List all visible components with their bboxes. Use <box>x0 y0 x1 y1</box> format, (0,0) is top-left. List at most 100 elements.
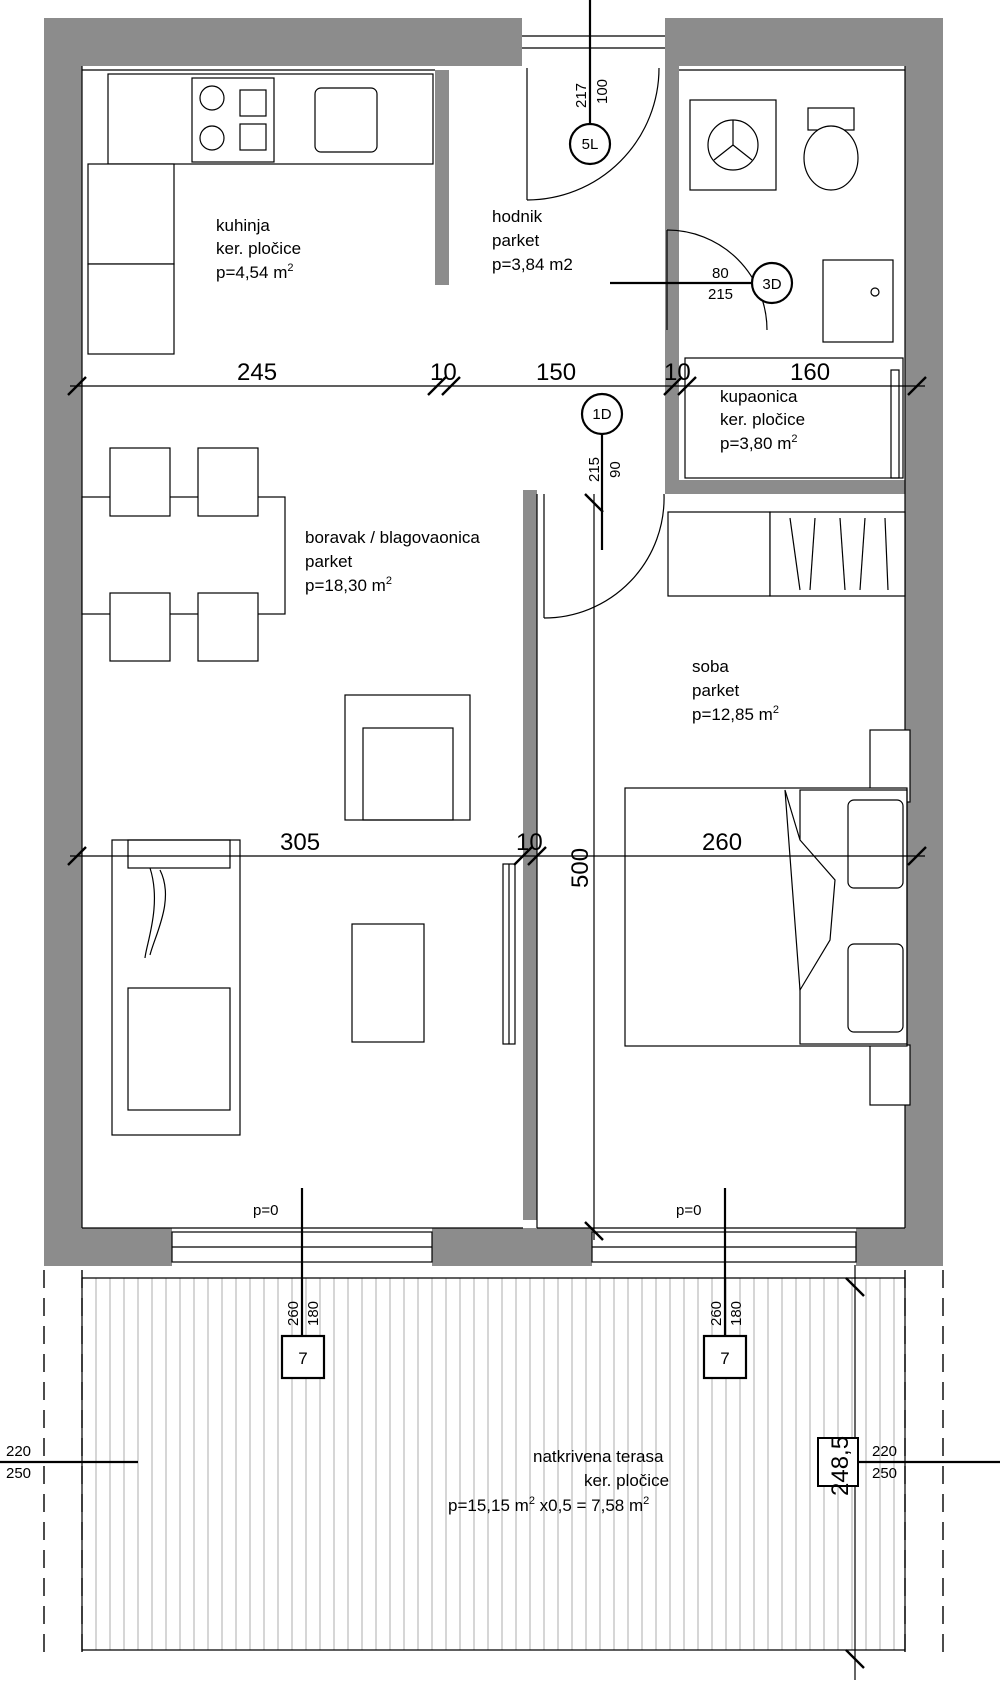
room-label-terasa: natkrivena terasa ker. pločice p=15,15 m… <box>448 1447 669 1515</box>
room-label-boravak: boravak / blagovaonica parket p=18,30 m2 <box>305 528 480 595</box>
east-wall <box>905 18 943 1228</box>
door-height: 215 <box>586 457 603 482</box>
west-wall <box>44 18 82 1228</box>
door-height: 215 <box>708 286 733 303</box>
dimension-label: 260 <box>702 829 742 856</box>
door-tag-1d <box>580 392 624 436</box>
room-floor: ker. pločice <box>216 239 301 258</box>
room-name: soba <box>692 657 729 676</box>
chair <box>109 592 171 662</box>
walls <box>44 18 943 1266</box>
burner-icon <box>239 89 267 117</box>
dimension-label: 10 <box>516 829 543 856</box>
living-furniture <box>81 447 516 1136</box>
room-area: p=3,80 m2 <box>720 433 797 453</box>
sink <box>314 87 378 153</box>
pillow-icon <box>847 943 904 1033</box>
window-sill-label: p=0 <box>676 1202 701 1219</box>
bathtub <box>684 357 904 479</box>
room-floor: parket <box>305 552 353 571</box>
terrace-edges <box>43 1270 944 1660</box>
room-label-kupaonica: kupaonica ker. pločice p=3,80 m2 <box>720 387 805 453</box>
window-height: 250 <box>872 1465 897 1482</box>
burner-icon <box>199 85 225 111</box>
dimension-label: 245 <box>237 359 277 386</box>
terrace <box>95 1278 895 1650</box>
dimension-label: 150 <box>536 359 576 386</box>
window-height: 260 <box>285 1301 302 1326</box>
north-wall-right <box>665 18 943 66</box>
burner-icon <box>199 125 225 151</box>
chair <box>197 447 259 517</box>
south-wall-2 <box>432 1228 592 1266</box>
room-floor: parket <box>492 231 540 250</box>
door-width: 90 <box>607 461 624 478</box>
room-door-arc <box>543 493 665 619</box>
room-name: kuhinja <box>216 216 270 235</box>
door-swings <box>526 67 768 619</box>
room-area: p=4,54 m2 <box>216 262 293 282</box>
window-tag-right <box>702 1334 748 1380</box>
window-width: 220 <box>872 1443 897 1460</box>
wardrobe-open <box>769 511 906 597</box>
door-tag-label: 1D <box>592 406 611 423</box>
door-tag-5l <box>568 122 612 166</box>
bedroom-west-wall <box>523 490 537 1220</box>
window-tag-label: 7 <box>298 1349 307 1368</box>
burner-icon <box>239 123 267 151</box>
bathroom-fixtures <box>684 99 904 479</box>
window-width: 180 <box>305 1301 322 1326</box>
dimension-label: 10 <box>664 359 691 386</box>
dimension-label: 10 <box>430 359 457 386</box>
window-width: 220 <box>6 1443 31 1460</box>
cabinet <box>87 263 175 355</box>
bathroom-south-wall <box>665 480 905 494</box>
window-tag-label: 7 <box>720 1349 729 1368</box>
terrace-depth-box <box>817 1437 859 1487</box>
room-label-soba: soba parket p=12,85 m2 <box>692 657 779 724</box>
room-floor: ker. pločice <box>720 410 805 429</box>
armchair <box>344 694 471 821</box>
coffee-table <box>351 923 425 1043</box>
room-area: p=18,30 m2 <box>305 575 392 595</box>
door-tag-label: 5L <box>582 136 599 153</box>
room-label-kuhinja: kuhinja ker. pločice p=4,54 m2 <box>216 216 301 282</box>
window-height: 250 <box>6 1465 31 1482</box>
south-wall-3 <box>856 1228 943 1266</box>
cushion-icon <box>149 869 166 956</box>
dimension-ticks <box>67 376 927 1669</box>
washbasin <box>822 259 894 343</box>
chair <box>197 592 259 662</box>
window-tag-left <box>280 1334 326 1380</box>
bathroom-door-arc <box>666 229 768 331</box>
north-wall-left <box>44 18 522 66</box>
bed-cover <box>784 789 836 992</box>
dimension-label: 500 <box>567 848 594 888</box>
kitchen-furniture <box>87 73 434 355</box>
room-floor: parket <box>692 681 740 700</box>
dimension-label: 248,5 <box>827 1436 854 1496</box>
door-width: 80 <box>712 265 729 282</box>
room-area: p=3,84 m2 <box>492 255 573 274</box>
toilet-bowl <box>803 125 859 191</box>
dimension-label: 305 <box>280 829 320 856</box>
south-wall-1 <box>44 1228 172 1266</box>
nightstand <box>869 1044 911 1106</box>
room-name: boravak / blagovaonica <box>305 528 480 547</box>
door-height: 217 <box>573 83 590 108</box>
window-width: 180 <box>728 1301 745 1326</box>
wardrobe <box>667 511 771 597</box>
room-label-hodnik: hodnik parket p=3,84 m2 <box>492 207 573 274</box>
room-name: kupaonica <box>720 387 798 406</box>
dimension-label: 160 <box>790 359 830 386</box>
kitchen-partition <box>435 70 449 285</box>
entrance-door-arc <box>526 67 660 201</box>
tap-icon <box>870 287 880 297</box>
room-area: p=15,15 m2 x0,5 = 7,58 m2 <box>448 1495 649 1515</box>
room-name: hodnik <box>492 207 543 226</box>
door-tag-label: 3D <box>762 276 781 293</box>
pillow-icon <box>847 799 904 889</box>
door-tag-3d <box>750 261 794 305</box>
door-width: 100 <box>594 79 611 104</box>
